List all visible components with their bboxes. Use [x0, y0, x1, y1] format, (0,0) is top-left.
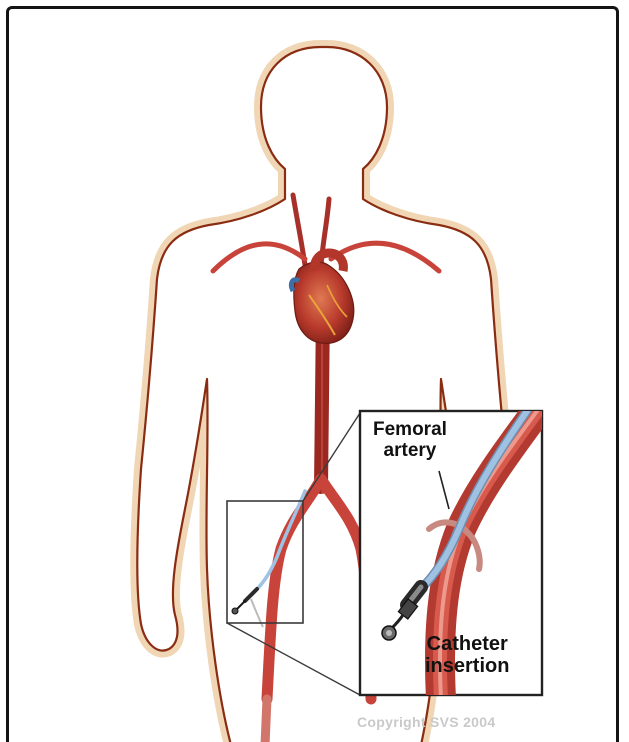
catheter-label-line1: Catheter [425, 633, 509, 655]
diagram-frame: Femoral artery Catheter insertion Copyri… [6, 6, 619, 742]
anatomy-illustration [9, 9, 619, 742]
femoral-artery-label: Femoral artery [373, 419, 447, 462]
femoral-label-line1: Femoral [373, 419, 447, 440]
catheter-insertion-label: Catheter insertion [425, 633, 509, 678]
catheter-label-line2: insertion [425, 655, 509, 677]
femoral-label-line2: artery [373, 440, 447, 461]
copyright-notice: Copyright SVS 2004 [357, 714, 495, 730]
